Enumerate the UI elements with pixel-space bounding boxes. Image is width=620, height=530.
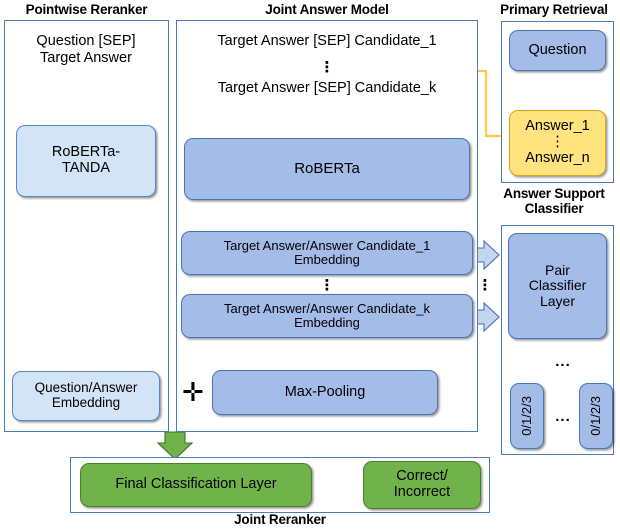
node-roberta-label: RoBERTa	[294, 159, 360, 177]
node-question-answer-embedding[interactable]: Question/Answer Embedding	[12, 371, 160, 421]
classifier-arrow-row-ellipsis: ...	[555, 353, 571, 370]
node-correct-incorrect-label: Correct/ Incorrect	[393, 468, 451, 500]
joint-input-first: Target Answer [SEP] Candidate_1	[217, 33, 437, 49]
node-question-label: Question	[528, 41, 587, 58]
joint-input-last: Target Answer [SEP] Candidate_k	[217, 80, 437, 96]
node-support-label-k[interactable]: 0/1/2/3	[579, 383, 613, 449]
pointwise-input-text: Question [SEP] Target Answer	[36, 33, 136, 67]
node-pair-classifier-layer-label: Pair Classifier Layer	[528, 261, 587, 309]
node-final-classification-layer[interactable]: Final Classification Layer	[80, 463, 312, 507]
node-roberta-tanda[interactable]: RoBERTa- TANDA	[16, 125, 156, 197]
node-max-pooling[interactable]: Max-Pooling	[212, 370, 438, 415]
node-correct-incorrect[interactable]: Correct/ Incorrect	[363, 461, 481, 509]
node-retrieved-answers[interactable]: Answer_1 ⋮ Answer_n	[509, 110, 606, 176]
node-pair-classifier-layer[interactable]: Pair Classifier Layer	[508, 233, 607, 339]
node-max-pooling-label: Max-Pooling	[284, 383, 366, 400]
node-embedding-candidate-k-label: Target Answer/Answer Candidate_k Embeddi…	[224, 300, 430, 330]
node-question[interactable]: Question	[509, 30, 606, 71]
node-embedding-candidate-1[interactable]: Target Answer/Answer Candidate_1 Embeddi…	[181, 231, 473, 275]
arrow-joint-to-final	[156, 431, 194, 460]
node-question-answer-embedding-label: Question/Answer Embedding	[34, 380, 138, 410]
panel-title-answer-support-classifier: Answer Support Classifier	[503, 186, 605, 217]
support-label-ellipsis: ...	[555, 408, 571, 425]
node-retrieved-answers-label: Answer_1 ⋮ Answer_n	[525, 118, 590, 166]
panel-title-pointwise-reranker: Pointwise Reranker	[25, 2, 148, 17]
classifier-input-ellipsis: ⋮	[477, 277, 493, 294]
combine-plus-symbol: ✛	[182, 377, 204, 407]
node-final-classification-layer-label: Final Classification Layer	[115, 476, 277, 493]
node-embedding-candidate-k[interactable]: Target Answer/Answer Candidate_k Embeddi…	[181, 294, 473, 338]
panel-title-joint-reranker: Joint Reranker	[234, 512, 326, 527]
node-support-label-k-text: 0/1/2/3	[587, 396, 603, 436]
node-roberta[interactable]: RoBERTa	[184, 138, 470, 200]
panel-title-joint-answer-model: Joint Answer Model	[265, 2, 389, 17]
node-embedding-candidate-1-label: Target Answer/Answer Candidate_1 Embeddi…	[223, 237, 431, 267]
node-support-label-1[interactable]: 0/1/2/3	[510, 383, 544, 449]
joint-input-ellipsis: ⋮	[319, 59, 335, 76]
panel-title-primary-retrieval: Primary Retrieval	[500, 2, 608, 17]
node-support-label-1-text: 0/1/2/3	[518, 396, 534, 436]
panel-joint-answer-model	[176, 20, 478, 432]
joint-embedding-ellipsis: ⋮	[319, 277, 335, 294]
node-roberta-tanda-label: RoBERTa- TANDA	[51, 144, 121, 176]
panel-pointwise-reranker	[4, 20, 169, 432]
